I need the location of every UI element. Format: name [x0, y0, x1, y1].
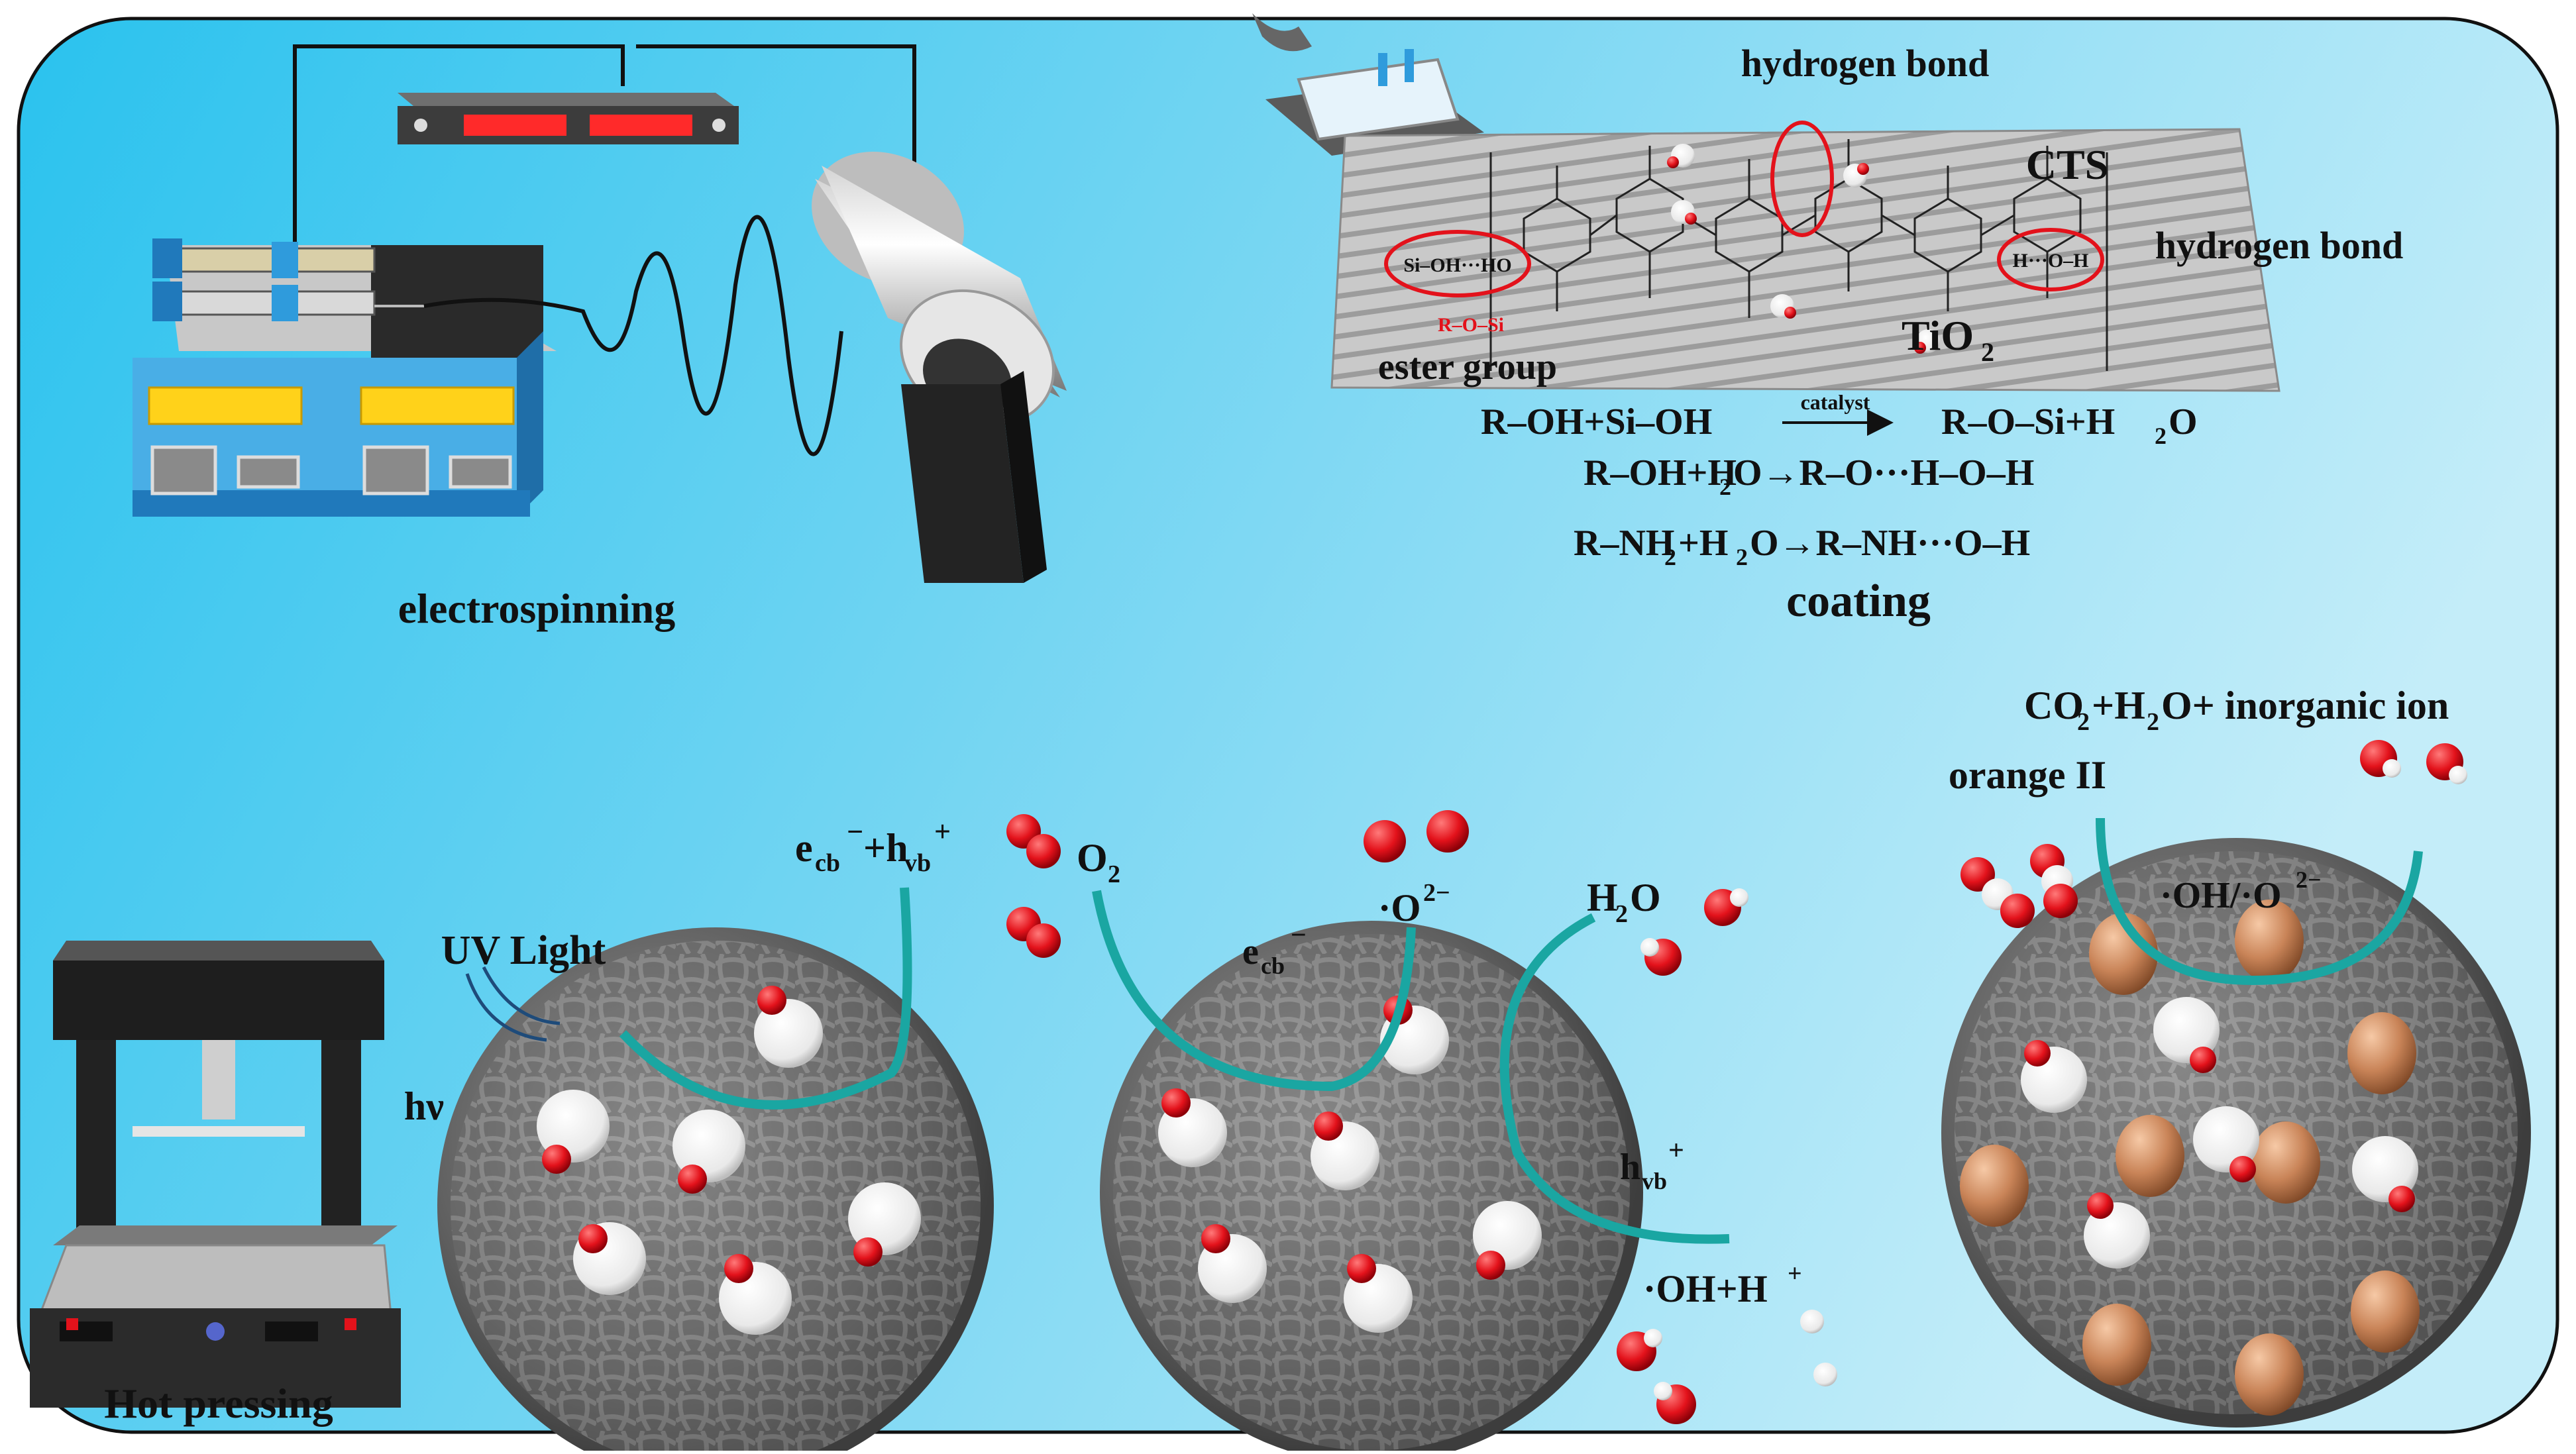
label-hot-pressing: Hot pressing — [104, 1380, 333, 1427]
svg-text:·OH/·O: ·OH/·O — [2160, 875, 2282, 916]
svg-text:2−: 2− — [1423, 879, 1450, 907]
uv-ray-2 — [482, 966, 561, 1025]
collector-drum — [812, 151, 1067, 583]
coating-membrane: Si–OH···HO H···O–H R–O–Si hydrogen bond … — [1252, 13, 2403, 627]
svg-text:+H: +H — [2092, 684, 2145, 727]
wire-left — [293, 44, 625, 262]
equation-2: R–OH+H — [1583, 452, 1737, 493]
label-tio2: TiO — [1902, 312, 1974, 359]
teal-arc-4 — [2096, 817, 2423, 986]
label-ecb-1-sub: cb — [815, 849, 840, 877]
svg-text:2: 2 — [2077, 708, 2090, 736]
teal-arc-3 — [1499, 913, 1730, 1244]
label-tio2-group: TiO 2 — [1902, 312, 1994, 367]
equation-1-left: R–OH+Si–OH — [1481, 401, 1712, 442]
orange-ii-molecules — [1960, 740, 2467, 928]
equation-3-mid: +H — [1678, 523, 1728, 564]
wire-right — [636, 44, 916, 199]
uv-ray-1 — [465, 973, 547, 1042]
tio2-particles-membrane — [1667, 144, 1940, 354]
label-cts: CTS — [2026, 141, 2109, 188]
svg-text:O: O — [1630, 876, 1661, 919]
label-orange-ii: orange II — [1949, 753, 2106, 797]
tio2-particles-2 — [1158, 996, 1542, 1333]
svg-text:−: − — [1291, 920, 1307, 951]
label-hvb-1-sup: + — [934, 815, 951, 848]
svg-text:H: H — [1587, 876, 1618, 919]
label-h-o-h: H···O–H — [2012, 250, 2088, 272]
equation-1-tail: O — [2169, 401, 2198, 442]
equation-3-tail: O→R–NH···O–H — [1750, 523, 2030, 564]
label-ecb-1-sup: − — [847, 815, 863, 848]
hbond-ellipse-left — [1384, 230, 1531, 297]
label-hvb-1-sub: vb — [904, 849, 931, 877]
svg-text:CO: CO — [2024, 684, 2084, 727]
label-h2o: H 2 O — [1587, 876, 1661, 928]
svg-text:h: h — [1620, 1147, 1640, 1188]
svg-text:·O: ·O — [1378, 886, 1421, 929]
photocatalyst-sphere-1: UV Light hν e cb − +h vb + — [404, 815, 994, 1454]
equation-1-sub: 2 — [2155, 423, 2167, 449]
equation-3-sub-a: 2 — [1664, 544, 1676, 570]
equation-3: R–NH — [1574, 523, 1674, 564]
membrane-sheet — [1330, 128, 2281, 392]
syringe-pump — [133, 238, 557, 517]
label-o2-sub: 2 — [1108, 860, 1120, 888]
label-ecb-2: e cb − — [1242, 920, 1307, 979]
label-catalyst: catalyst — [1801, 390, 1870, 414]
label-r-o-si: R–O–Si — [1438, 314, 1504, 336]
svg-text:·OH+H: ·OH+H — [1643, 1267, 1768, 1310]
label-oh-h: ·OH+H + — [1643, 1260, 1802, 1310]
label-ecb-hvb: e cb − +h vb + — [795, 815, 951, 877]
hbond-ellipse-top — [1770, 121, 1834, 237]
svg-text:2: 2 — [1615, 900, 1628, 928]
o2-molecules-left — [1006, 814, 1061, 958]
label-radical-o2: ·O 2− — [1378, 879, 1450, 929]
teal-arc-2 — [1092, 890, 1416, 1092]
label-products: CO 2 +H 2 O+ inorganic ion — [2024, 684, 2449, 736]
svg-text:cb: cb — [1261, 953, 1285, 979]
label-hydrogen-bond-top: hydrogen bond — [1741, 42, 1989, 85]
copper-particles — [1960, 900, 2420, 1416]
svg-text:vb: vb — [1642, 1168, 1667, 1194]
chitosan-structure — [1489, 139, 2108, 371]
fiber-jet — [423, 215, 843, 456]
label-ester-group: ester group — [1378, 346, 1557, 388]
hot-press: Hot pressing — [30, 941, 401, 1427]
svg-text:2−: 2− — [2296, 866, 2322, 893]
tio2-particles-1 — [537, 986, 921, 1335]
electrospinning-apparatus: electrospinning — [133, 44, 1067, 632]
label-electrospinning: electrospinning — [398, 585, 675, 632]
superoxide-molecules — [1364, 810, 1469, 862]
label-plus-hvb: +h — [863, 826, 908, 870]
label-coating: coating — [1786, 576, 1931, 627]
photocatalyst-sphere-3 — [1941, 817, 2531, 1428]
tio2-particles-3 — [2021, 997, 2418, 1269]
svg-text:+: + — [1668, 1135, 1684, 1166]
svg-text:e: e — [1242, 931, 1259, 972]
label-o2: O — [1077, 836, 1108, 880]
photocatalyst-sphere-2 — [1092, 890, 1730, 1454]
teal-arc-1 — [619, 887, 912, 1110]
label-hv: hν — [404, 1084, 444, 1128]
equation-1-right: R–O–Si+H — [1941, 401, 2115, 442]
label-hvb-2: h vb + — [1620, 1135, 1684, 1194]
svg-text:O+ inorganic ion: O+ inorganic ion — [2161, 684, 2449, 727]
equation-2-tail: O→R–O···H–O–H — [1733, 452, 2034, 493]
water-molecules — [1617, 888, 1837, 1424]
label-tio2-sub: 2 — [1981, 337, 1994, 367]
label-hydrogen-bond-right: hydrogen bond — [2155, 224, 2403, 267]
equation-2-sub: 2 — [1719, 474, 1731, 500]
label-ecb-1: e — [795, 826, 813, 870]
label-si-oh-ho: Si–OH···HO — [1403, 254, 1511, 276]
equation-3-sub-b: 2 — [1736, 544, 1748, 570]
svg-text:2: 2 — [2147, 708, 2159, 736]
hbond-ellipse-right — [1997, 228, 2104, 291]
power-supply — [398, 93, 739, 144]
label-oh-o2: ·OH/·O 2− — [2160, 866, 2322, 916]
svg-text:+: + — [1788, 1260, 1802, 1288]
label-uv-light: UV Light — [441, 928, 606, 973]
